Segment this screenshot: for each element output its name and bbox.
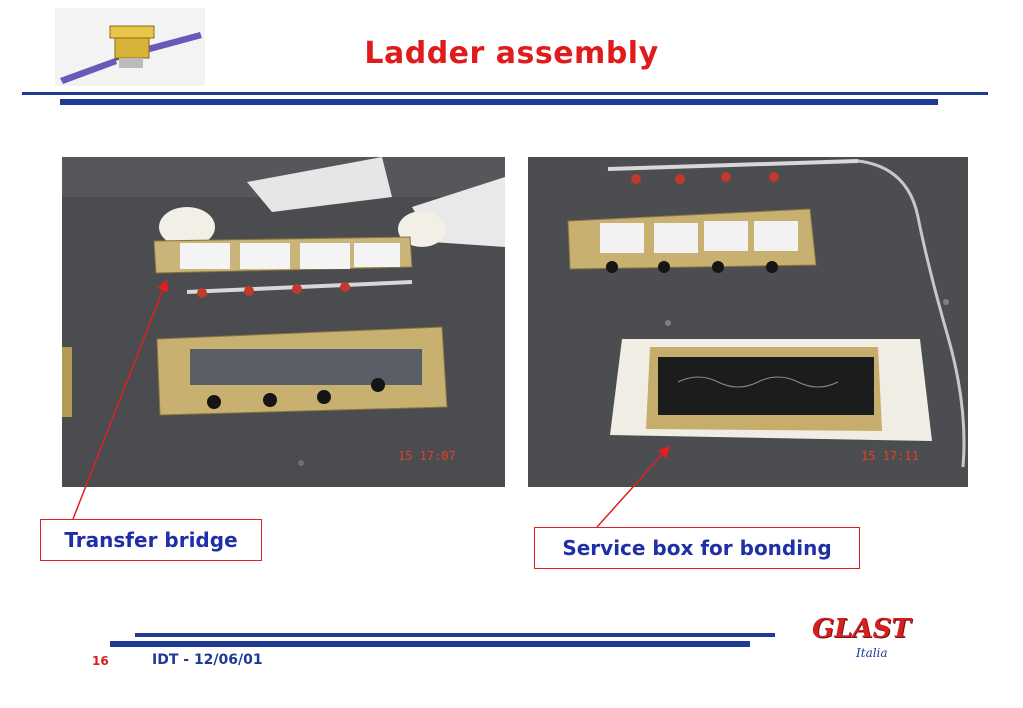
glast-logo-subtitle: Italia xyxy=(856,646,888,660)
footer-rule-bottom xyxy=(110,641,750,647)
callout-transfer-bridge-label: Transfer bridge xyxy=(64,528,238,552)
photo-service-box: 15 17:11 xyxy=(528,157,968,487)
slide-title: Ladder assembly xyxy=(364,36,659,71)
callout-transfer-bridge: Transfer bridge xyxy=(40,519,262,561)
satellite-icon xyxy=(55,8,205,86)
photo-timestamp: 15 17:11 xyxy=(861,449,919,463)
photo-transfer-bridge: 15 17:07 xyxy=(62,157,505,487)
footer-rule-top xyxy=(135,633,775,637)
footer-text: IDT - 12/06/01 xyxy=(152,652,263,668)
photo-timestamp: 15 17:07 xyxy=(398,449,456,463)
satellite-logo xyxy=(55,8,205,86)
glast-logo: GLAST xyxy=(812,614,911,644)
header-rule-bottom xyxy=(60,99,938,105)
photo-service-box-image xyxy=(528,157,968,487)
callout-service-box: Service box for bonding xyxy=(534,527,860,569)
header-rule-top xyxy=(22,92,988,95)
photo-transfer-bridge-image xyxy=(62,157,505,487)
callout-service-box-label: Service box for bonding xyxy=(562,536,832,560)
slide-number: 16 xyxy=(92,654,109,668)
